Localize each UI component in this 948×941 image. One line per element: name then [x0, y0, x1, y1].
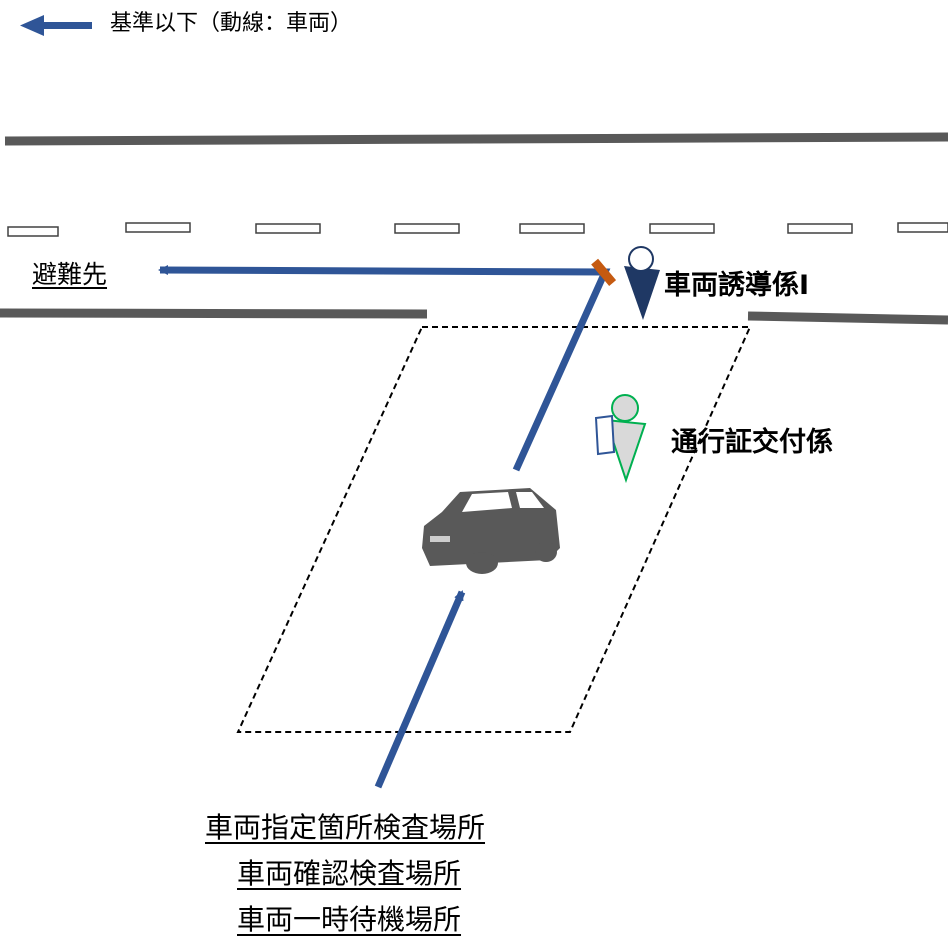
vehicle-guide-staff-label: 車両誘導係Ⅰ [664, 270, 810, 301]
legend-arrow-icon [20, 15, 92, 36]
vehicle-exit-flow [158, 265, 611, 472]
inspection-area-outline [236, 326, 752, 733]
pass-issuer-staff-icon [594, 394, 647, 484]
legend-label: 基準以下（動線：車両） [110, 11, 353, 36]
road-edge-top [4, 132, 948, 146]
road-edge-bottom-right [747, 311, 948, 325]
evacuation-destination-label: 避難先 [32, 260, 108, 289]
lane-markings [7, 222, 948, 237]
car-icon [422, 488, 560, 574]
location-label: 車両指定箇所検査場所 [205, 811, 486, 844]
location-label: 車両一時待機場所 [237, 903, 462, 936]
vehicle-guide-staff-icon [591, 246, 660, 320]
location-label: 車両確認検査場所 [237, 857, 462, 890]
vehicle-entry-flow [374, 590, 466, 789]
pass-issuer-staff-label: 通行証交付係 [671, 427, 833, 458]
road-edge-bottom-left [0, 308, 428, 319]
